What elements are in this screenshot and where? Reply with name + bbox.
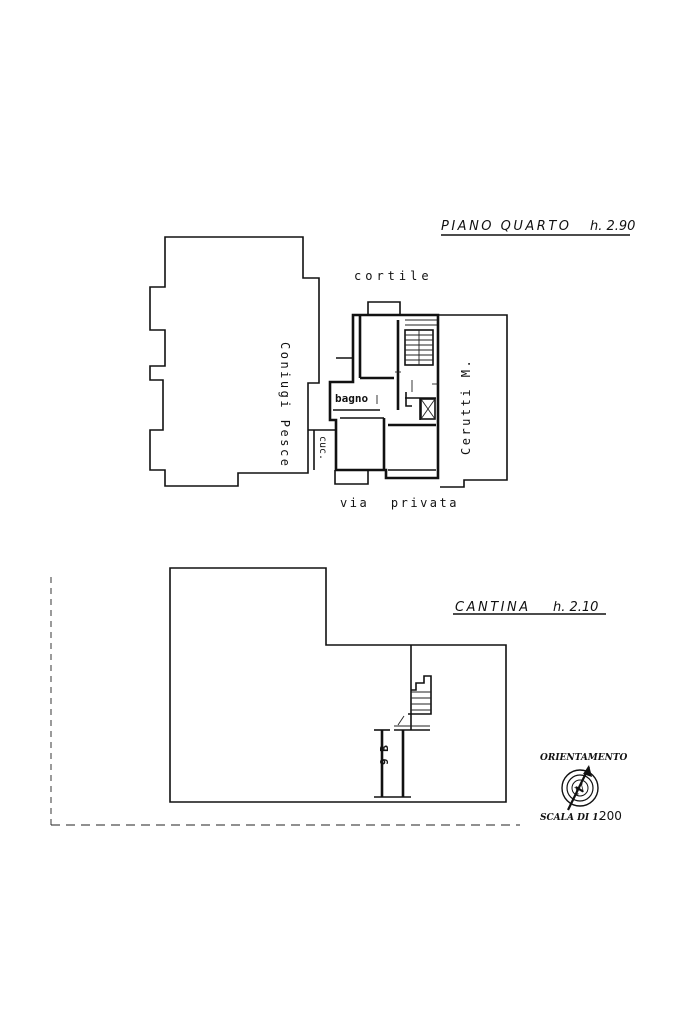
upper-plan-height: h. 2.90 <box>590 219 635 234</box>
legend: ORIENTAMENTO N SCALA DI 1. 200 <box>540 753 628 823</box>
upper-plan-title: PIANO QUARTO <box>441 219 572 234</box>
apartment-perimeter <box>328 313 440 480</box>
bathroom-label: bagno <box>335 392 368 405</box>
kitchen-label: cuc. <box>317 436 328 460</box>
right-neighbor-outline <box>438 314 508 488</box>
orientation-label: ORIENTAMENTO <box>540 753 628 763</box>
courtyard-label: cortile <box>354 269 433 283</box>
interior-partitions <box>308 315 438 471</box>
scale-prefix: SCALA DI 1. <box>540 813 602 823</box>
cellar-outline <box>169 567 507 803</box>
street-balcony <box>334 470 369 485</box>
compass-icon: N <box>561 765 599 811</box>
cellar-plan-title: CANTINA <box>455 600 531 615</box>
cellar-corridor <box>394 645 432 731</box>
cellar-unit-label: 9 B <box>378 745 391 765</box>
cellar-plan-height: h. 2.10 <box>553 600 598 615</box>
cellar-plan: CANTINA h. 2.10 9 B <box>169 567 606 803</box>
cellar-unit-9b: 9 B <box>374 729 411 798</box>
upper-staircase <box>404 319 437 366</box>
right-neighbor-label: Cerutti M. <box>459 358 473 455</box>
courtyard-balcony <box>367 301 401 315</box>
upper-plan: PIANO QUARTO h. 2.90 <box>149 219 635 510</box>
left-neighbor-label: Coniugi Pesce <box>278 342 292 468</box>
street-label: via privata <box>340 496 459 510</box>
left-neighbor-outline <box>149 236 320 487</box>
scale-value: 200 <box>599 809 622 823</box>
